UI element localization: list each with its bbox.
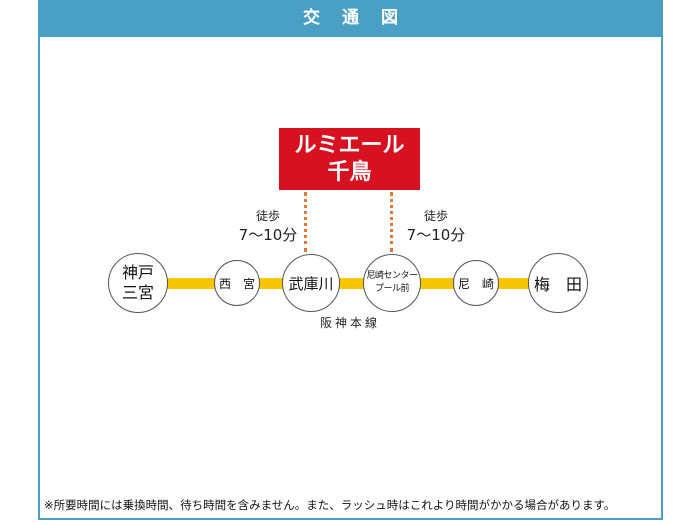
station-amagasaki: 尼 崎 [453, 260, 499, 306]
station-label: 神戸 [121, 263, 154, 282]
station-label: 尼 崎 [457, 276, 494, 291]
walk-label: 徒歩 [255, 209, 280, 223]
hanshin-line-track [166, 278, 530, 289]
destination-name: ルミエール [294, 133, 405, 158]
station-umeda: 梅 田 [528, 253, 588, 313]
walk-path-left [304, 192, 307, 252]
station-kobe-sannomiya: 神戸三宮 [108, 253, 168, 313]
station-label: 尼崎センター [366, 271, 418, 281]
walk-time-right: 徒歩 7〜10分 [398, 207, 474, 245]
map-frame [38, 0, 663, 520]
page-title: 交通図 [38, 0, 663, 37]
walk-time-left: 徒歩 7〜10分 [230, 207, 306, 245]
station-label: 武庫川 [288, 274, 334, 293]
walk-label: 徒歩 [423, 209, 448, 223]
station-amagasaki-center-pool-mae: 尼崎センタープール前 [363, 254, 421, 312]
destination-box: ルミエール 千鳥 [279, 128, 420, 190]
station-label: プール前 [374, 284, 410, 294]
station-label: 西 宮 [218, 276, 255, 291]
walk-path-right [390, 192, 393, 252]
line-name: 阪神本線 [319, 316, 380, 330]
station-label: 三宮 [121, 283, 154, 302]
walk-time: 7〜10分 [406, 226, 466, 244]
station-mukogawa: 武庫川 [282, 254, 340, 312]
walk-time: 7〜10分 [238, 226, 298, 244]
destination-area: 千鳥 [327, 160, 372, 185]
station-label: 梅 田 [533, 275, 582, 294]
station-nishinomiya: 西 宮 [214, 260, 260, 306]
footnote: ※所要時間には乗換時間、待ち時間を含みません。また、ラッシュ時はこれより時間がか… [44, 498, 616, 512]
